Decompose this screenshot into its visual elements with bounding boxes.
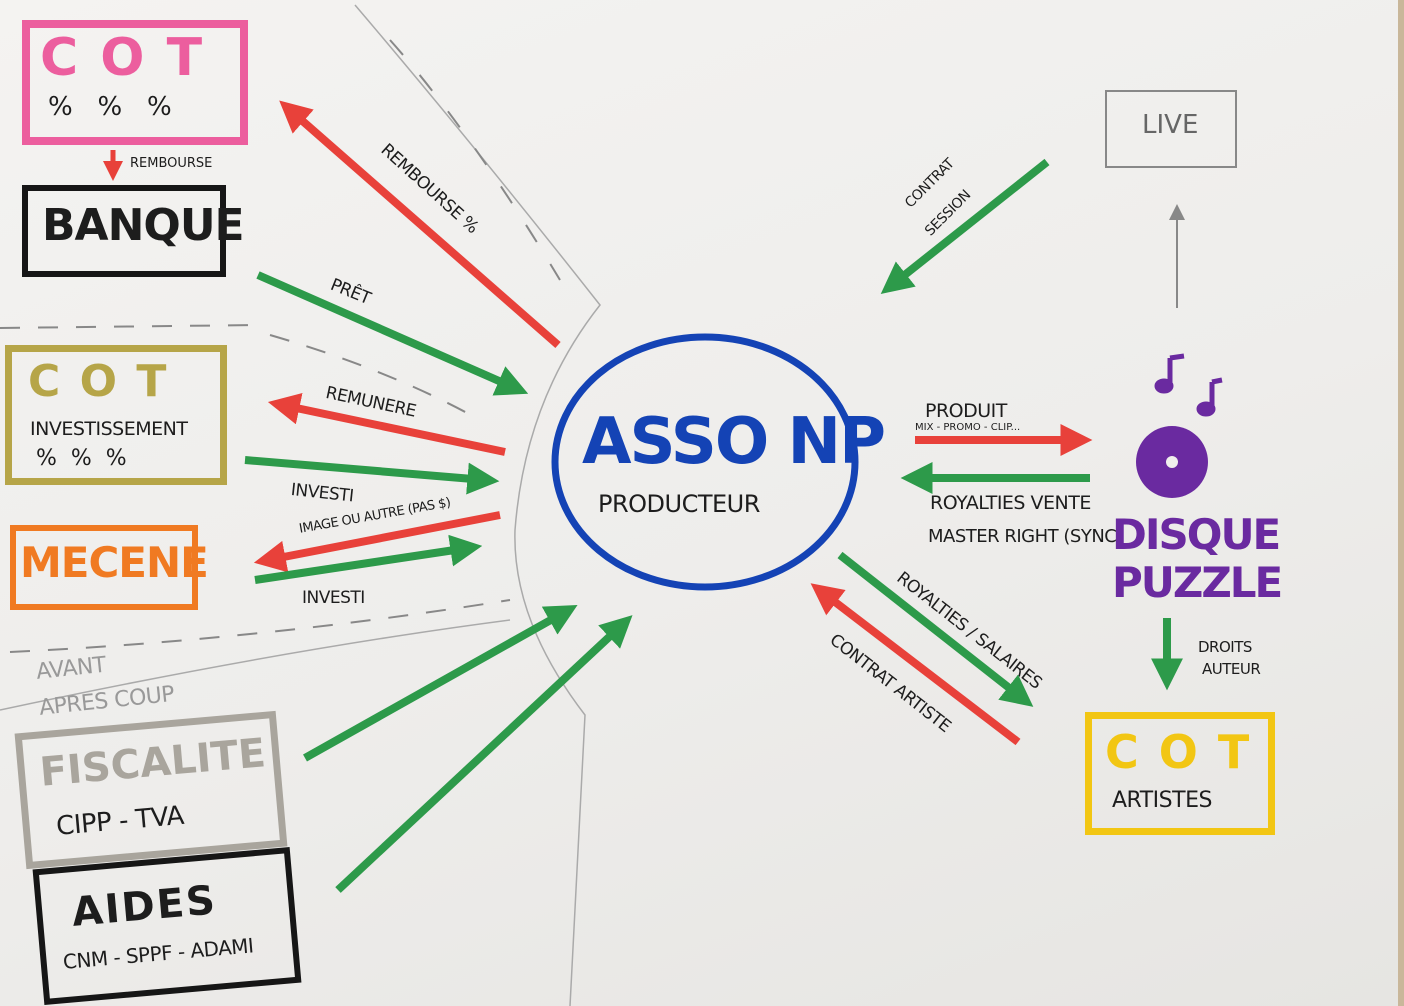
arrow-investi-2: [254, 534, 483, 584]
music-note-icon: [1154, 353, 1185, 394]
puzzle-label: PUZZLE: [1112, 558, 1283, 607]
arrow-rembourse: [279, 100, 561, 349]
arrow-image: [253, 511, 501, 573]
cot-artistes-title: C O T: [1105, 725, 1252, 779]
produit-sublabel: MIX - PROMO - CLIP...: [915, 422, 1021, 433]
live-box: [1105, 90, 1237, 168]
pencil-boundary-curve: [0, 619, 511, 711]
banque-box: [22, 185, 226, 277]
arrow-contrat-session: [880, 158, 1050, 294]
arrow-fiscalite: [303, 604, 578, 762]
disc-hole: [1166, 456, 1178, 468]
cot-investissement-title: C O T: [28, 356, 169, 407]
dashed-separator: [0, 324, 261, 329]
cot-title: C O T: [40, 28, 205, 88]
arrow-investi-1: [244, 456, 500, 495]
dashed-separator: [269, 334, 481, 421]
droits-auteur-label-2: AUTEUR: [1202, 660, 1261, 678]
investi-label-2: INVESTI: [302, 588, 365, 608]
cot-investissement-box: [5, 345, 227, 485]
pencil-boundary-curve: [354, 4, 601, 1006]
master-right-label: MASTER RIGHT (SYNC): [928, 526, 1123, 547]
cot-box: [22, 20, 248, 145]
live-label: LIVE: [1142, 110, 1199, 140]
disque-label: DISQUE: [1112, 510, 1281, 559]
producteur-subtitle: PRODUCTEUR: [598, 490, 760, 518]
produit-label: PRODUIT: [925, 400, 1007, 422]
asso-np-title: ASSO NP: [582, 405, 886, 479]
cot-percents: % % %: [48, 92, 172, 122]
royalties-vente-label: ROYALTIES VENTE: [930, 492, 1091, 514]
cot-artistes-subtitle: ARTISTES: [1112, 788, 1212, 813]
music-note-icon: [1196, 377, 1223, 417]
cot-investissement-percents: % % %: [36, 446, 127, 471]
banque-title: BANQUE: [42, 200, 245, 251]
arrow-pret: [256, 271, 529, 396]
arrow-contrat-artiste: [810, 583, 1021, 746]
cot-artistes-box: [1085, 712, 1275, 835]
asso-np-circle: [551, 333, 859, 591]
dashed-separator: [9, 599, 511, 653]
cot-investissement-subtitle: INVESTISSEMENT: [30, 418, 188, 440]
arrow-aides: [335, 615, 633, 893]
rembourse-label: REMBOURSE: [130, 156, 213, 171]
arrow-remunere: [267, 392, 506, 456]
arrow-royalties-salaires: [837, 551, 1034, 707]
mecene-box: [10, 525, 198, 610]
mecene-title: MECENE: [20, 538, 209, 587]
droits-auteur-label-1: DROITS: [1198, 638, 1252, 656]
